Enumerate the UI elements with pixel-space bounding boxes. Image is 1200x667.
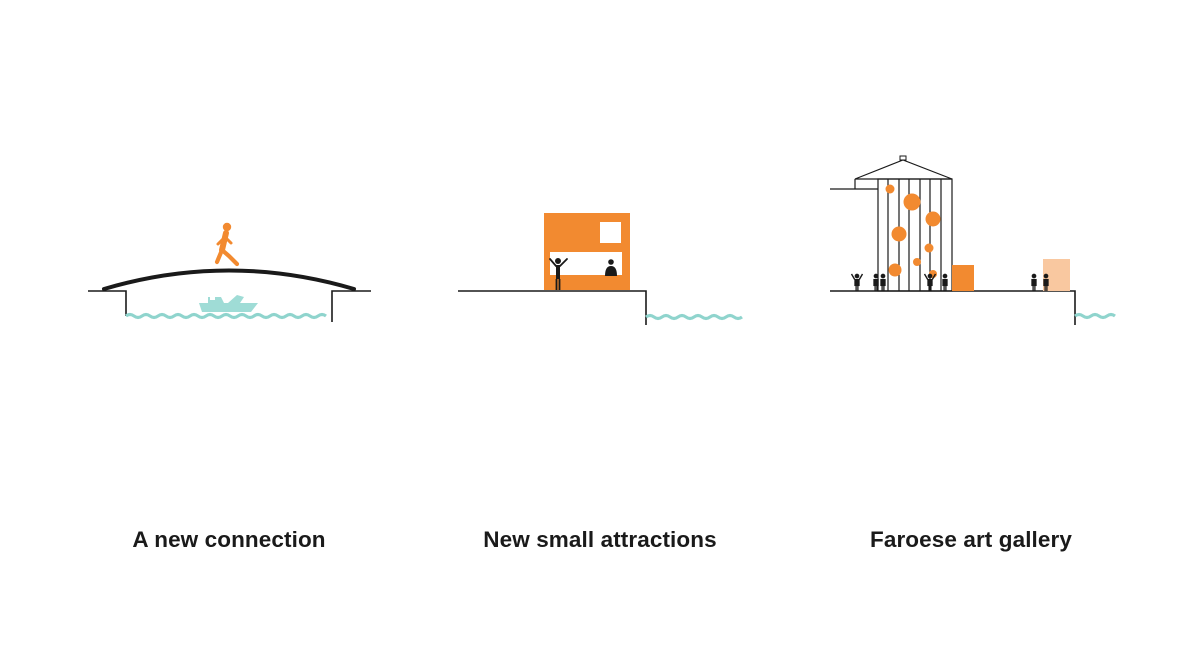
- panel-gallery: [830, 155, 1116, 325]
- water-wave: [125, 312, 327, 320]
- caption-gallery: Faroese art gallery: [869, 527, 1072, 552]
- person-icon: [1030, 273, 1038, 292]
- pedestrian-icon: [214, 222, 240, 267]
- person-icon: [850, 273, 864, 292]
- person-icon: [879, 273, 887, 292]
- gallery-tower: [877, 178, 953, 292]
- panel-connection: [88, 222, 371, 322]
- left-bank: [88, 290, 127, 316]
- person-icon: [549, 258, 568, 290]
- kiosk-window: [600, 222, 621, 243]
- arched-bridge: [102, 268, 356, 291]
- caption-connection: A new connection: [132, 527, 326, 552]
- ground-line: [458, 290, 647, 325]
- gallery-art-dots: [885, 184, 941, 278]
- panel-attractions: [458, 213, 743, 325]
- person-icon: [605, 259, 617, 276]
- right-bank: [331, 290, 371, 322]
- ground-line: [830, 290, 1076, 325]
- water-wave: [645, 313, 743, 321]
- kiosk-counter-opening: [550, 252, 622, 275]
- caption-attractions: New small attractions: [483, 527, 717, 552]
- orange-pavilion: [952, 265, 974, 291]
- person-icon: [941, 273, 949, 292]
- people-group: [850, 273, 1050, 292]
- gallery-roof: [854, 159, 953, 180]
- gallery-canopy: [830, 179, 878, 190]
- water-wave: [1074, 312, 1116, 320]
- boat-icon: [199, 295, 258, 312]
